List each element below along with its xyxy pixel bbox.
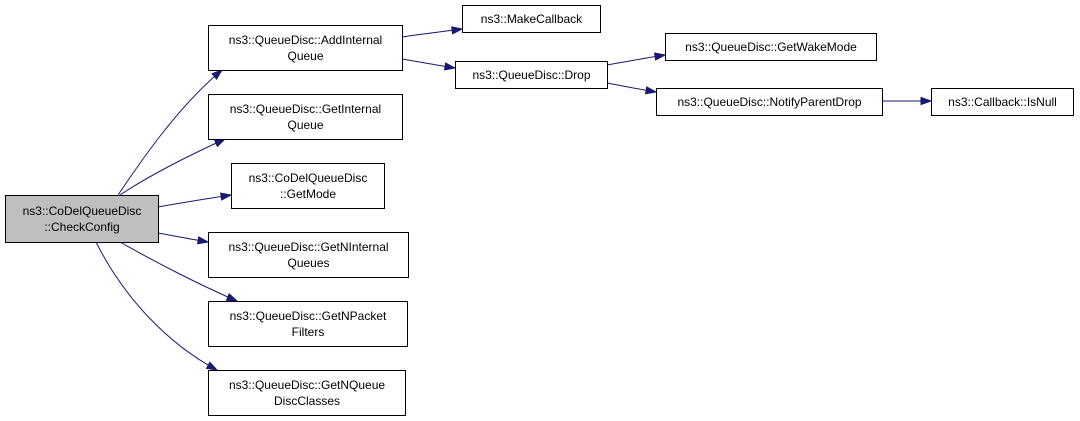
node-box [208, 301, 408, 347]
node-label-line: ns3::QueueDisc::GetWakeMode [685, 40, 857, 54]
node-label-line: ns3::QueueDisc::GetInternal [230, 102, 381, 116]
arrowhead-icon [213, 138, 227, 148]
arrowhead-icon [225, 292, 239, 302]
arrowhead-icon [644, 86, 658, 95]
edge-line [119, 241, 238, 302]
edge-checkconfig-to-getmode [157, 192, 233, 208]
node-label-line: ns3::QueueDisc::GetNPacket [230, 309, 387, 323]
edge-checkconfig-to-getinternalqueue [119, 138, 227, 196]
node-box [455, 61, 608, 89]
arrowhead-icon [196, 236, 210, 245]
node-label-line: ns3::MakeCallback [481, 12, 583, 26]
arrowhead-icon [443, 62, 457, 71]
node-box [231, 163, 385, 209]
edge-addinternalqueue-to-makecallback [401, 26, 464, 38]
node-makecallback[interactable]: ns3::MakeCallback [462, 5, 601, 33]
arrowhead-icon [211, 69, 224, 80]
node-checkconfig[interactable]: ns3::CoDelQueueDisc::CheckConfig [5, 195, 159, 243]
node-label-line: ns3::QueueDisc::Drop [472, 68, 590, 82]
node-label-line: ns3::CoDelQueueDisc [23, 204, 142, 218]
node-notifyparentdrop[interactable]: ns3::QueueDisc::NotifyParentDrop [656, 88, 883, 116]
node-box [665, 33, 877, 61]
node-label-line: ::GetMode [280, 187, 336, 201]
edge-line [95, 241, 218, 371]
node-label-line: ns3::QueueDisc::GetNQueue [229, 378, 385, 392]
node-isnull[interactable]: ns3::Callback::IsNull [931, 88, 1074, 116]
node-label-line: ns3::CoDelQueueDisc [249, 171, 368, 185]
edge-line [119, 138, 226, 196]
edge-checkconfig-to-getninternalqueues [157, 232, 210, 245]
node-getmode[interactable]: ns3::CoDelQueueDisc::GetMode [231, 163, 385, 209]
node-box [208, 25, 403, 71]
nodes-layer: ns3::CoDelQueueDisc::CheckConfigns3::Que… [5, 5, 1074, 416]
node-box [5, 195, 159, 243]
node-label-line: Queue [287, 49, 323, 63]
node-label-line: DiscClasses [274, 394, 340, 408]
edge-checkconfig-to-getnpacketfilters [119, 241, 239, 302]
edges-layer [95, 26, 933, 371]
node-box [656, 88, 883, 116]
node-label-line: ns3::Callback::IsNull [948, 95, 1057, 109]
arrowhead-icon [653, 52, 667, 61]
node-label-line: Filters [292, 325, 325, 339]
edge-line [117, 69, 223, 196]
edge-line [157, 194, 232, 208]
node-label-line: ns3::QueueDisc::AddInternal [229, 33, 382, 47]
edge-checkconfig-to-addinternalqueue [117, 69, 224, 196]
node-label-line: Queues [287, 256, 329, 270]
node-label-line: ::CheckConfig [44, 220, 119, 234]
node-label-line: ns3::QueueDisc::GetNInternal [228, 240, 388, 254]
edge-drop-to-getwakemode [606, 52, 667, 66]
edge-checkconfig-to-getnqueuediscclasses [95, 241, 219, 371]
arrowhead-icon [451, 26, 464, 35]
arrowhead-icon [205, 361, 219, 371]
node-box [208, 232, 409, 278]
node-box [208, 94, 403, 140]
edge-addinternalqueue-to-drop [401, 58, 457, 71]
node-box [931, 88, 1074, 116]
arrowhead-icon [920, 96, 933, 106]
edge-notifyparentdrop-to-isnull [881, 96, 933, 106]
node-drop[interactable]: ns3::QueueDisc::Drop [455, 61, 608, 89]
node-label-line: ns3::QueueDisc::NotifyParentDrop [677, 95, 861, 109]
node-label-line: Queue [287, 118, 323, 132]
node-box [462, 5, 601, 33]
node-getwakemode[interactable]: ns3::QueueDisc::GetWakeMode [665, 33, 877, 61]
node-box [208, 370, 406, 416]
edge-drop-to-notifyparentdrop [606, 82, 658, 95]
arrowhead-icon [219, 192, 233, 201]
